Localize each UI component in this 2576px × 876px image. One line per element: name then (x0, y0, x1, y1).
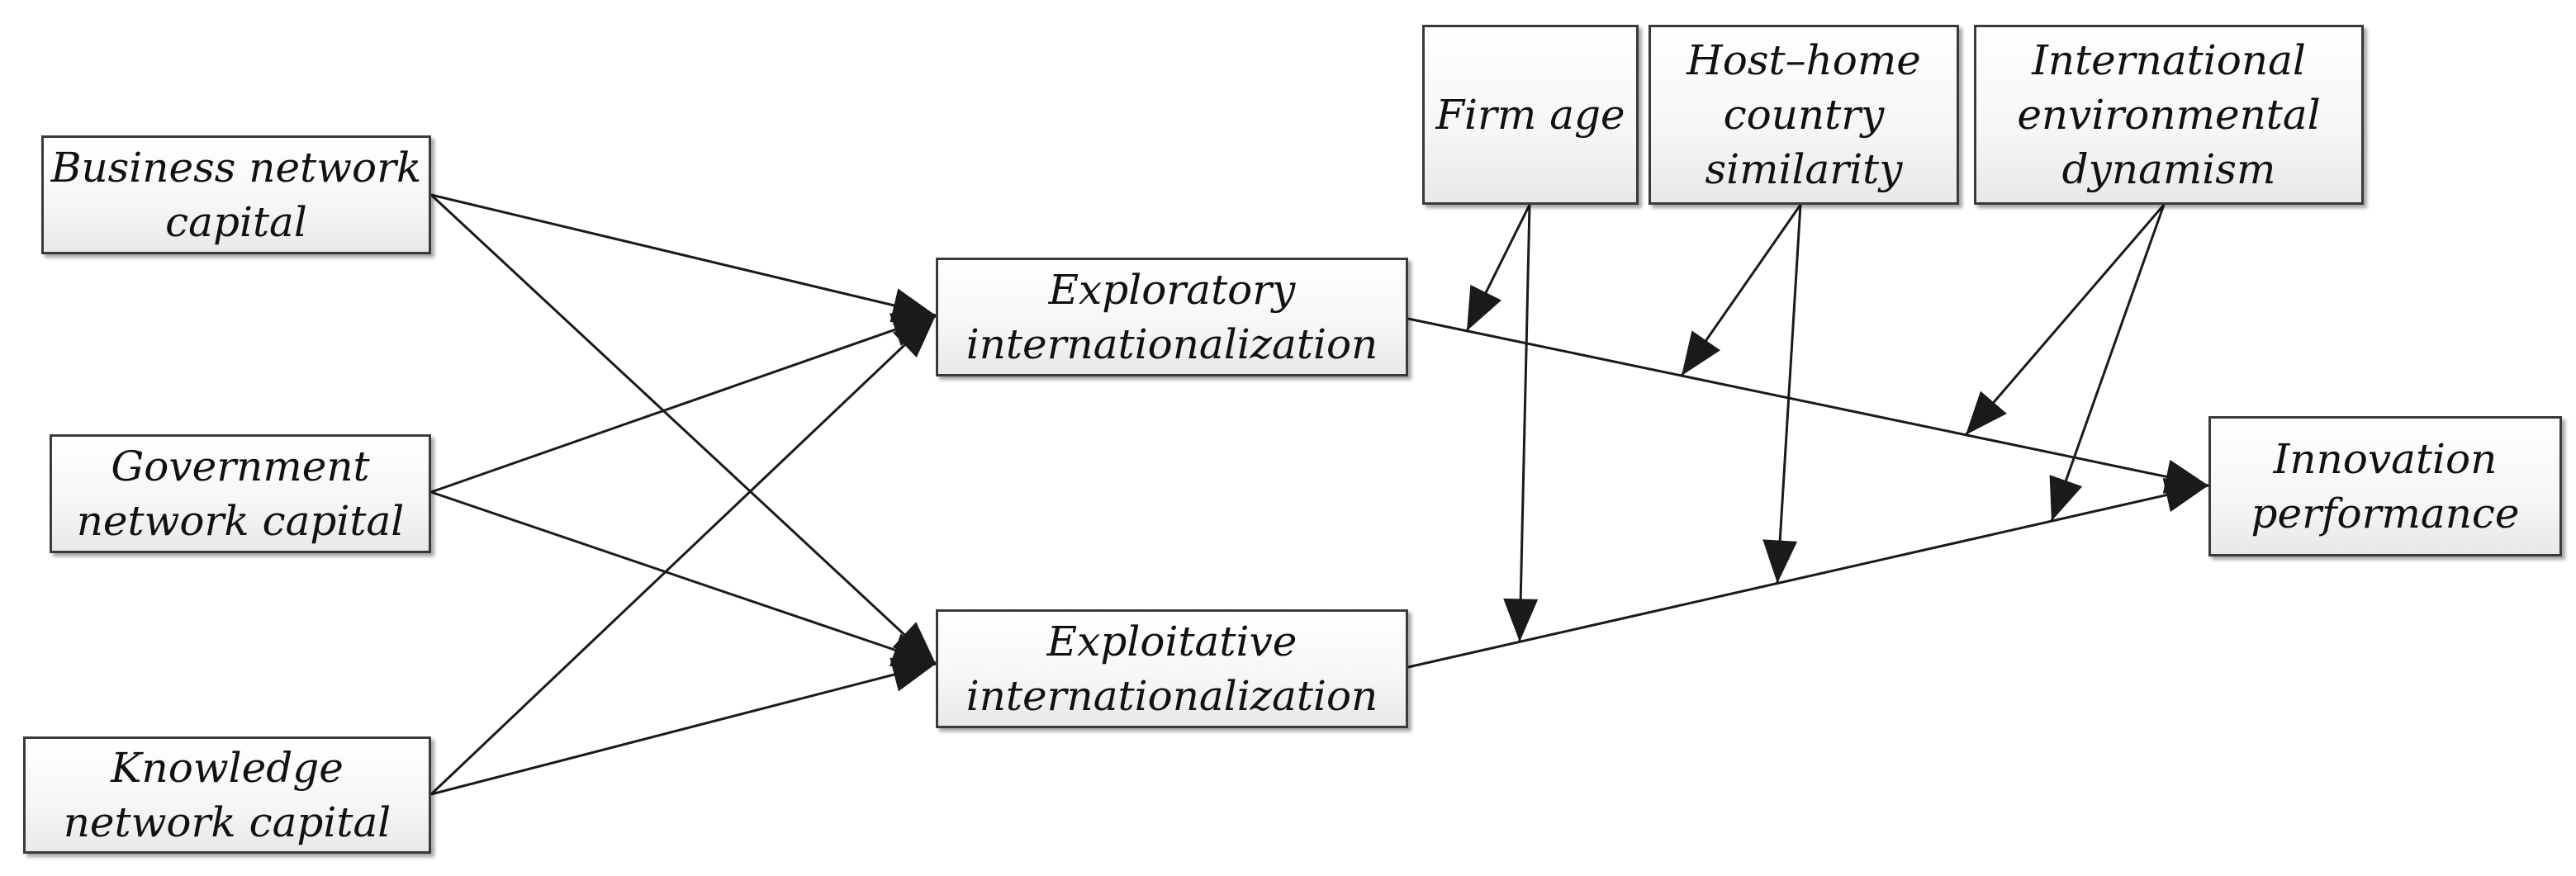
node-label: Exploratory internationalization (965, 266, 1378, 368)
node-business-network-capital: Business network capital (41, 135, 431, 254)
node-label: Government network capital (76, 443, 405, 545)
edge-exploitative-to-innovation (1407, 484, 2209, 669)
moderation-environment-exploratory (1964, 204, 2166, 436)
node-firm-age: Firm age (1422, 25, 1639, 205)
moderation-environment-exploratory-arrowhead (1966, 391, 2007, 435)
moderation-environment-exploitative-arrowhead (2049, 475, 2083, 522)
node-label: Host–home country similarity (1686, 36, 1921, 193)
node-label: Knowledge network capital (63, 744, 391, 846)
moderation-firm-age-exploratory-arrowhead (1467, 284, 1501, 331)
node-exploitative-internationalization: Exploitative internationalization (936, 609, 1408, 728)
edge-business-to-exploratory (430, 193, 937, 317)
node-exploratory-internationalization: Exploratory internationalization (936, 258, 1408, 376)
edge-knowledge-to-exploratory (429, 314, 937, 796)
edge-knowledge-to-exploratory-arrowhead (892, 315, 936, 358)
node-label: Innovation performance (2251, 435, 2520, 537)
edge-government-to-exploratory (430, 314, 937, 494)
node-international-environmental-dynamism: International environmental dynamism (1974, 25, 2364, 205)
node-knowledge-network-capital: Knowledge network capital (23, 736, 431, 854)
edge-business-to-exploitative-arrowhead (892, 622, 936, 664)
edge-government-to-exploitative-arrowhead (890, 633, 936, 667)
moderation-host-home-exploitative (1776, 204, 1802, 584)
node-host-home-country-similarity: Host–home country similarity (1649, 25, 1959, 205)
node-government-network-capital: Government network capital (50, 434, 431, 553)
node-label: Exploitative internationalization (965, 618, 1378, 720)
moderation-firm-age-exploitative (1518, 204, 1531, 642)
moderation-firm-age-exploitative-arrowhead (1503, 598, 1539, 642)
moderation-host-home-exploratory-arrowhead (1682, 330, 1720, 376)
edge-knowledge-to-exploitative (430, 662, 937, 796)
edge-exploratory-to-innovation (1407, 317, 2209, 487)
moderation-host-home-exploitative-arrowhead (1762, 539, 1798, 584)
edge-business-to-exploitative (429, 193, 937, 665)
node-innovation-performance: Innovation performance (2208, 416, 2562, 556)
edge-knowledge-to-exploitative-arrowhead (890, 657, 936, 692)
edge-government-to-exploitative (430, 490, 937, 665)
node-label: Firm age (1435, 91, 1625, 139)
moderation-environment-exploitative (2050, 204, 2166, 522)
node-label: Business network capital (50, 144, 422, 246)
node-label: International environmental dynamism (2017, 36, 2321, 193)
edge-exploitative-to-innovation-arrowhead (2162, 478, 2208, 512)
